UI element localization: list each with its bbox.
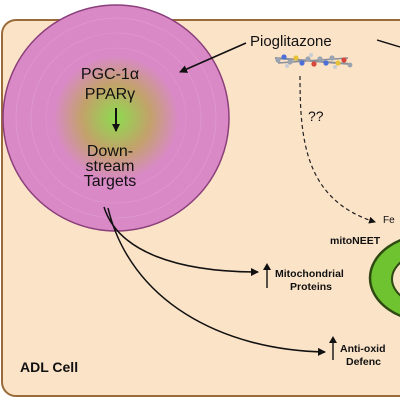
- pioglitazone-to-nucleus-arrow: [179, 42, 247, 73]
- nucleus-to-mito-proteins-arrow: [103, 206, 259, 276]
- mitochondrion: [368, 238, 400, 318]
- fe-label: Fe: [383, 215, 395, 226]
- unknown-dashed-pathway: [299, 75, 376, 224]
- nucleus-label-ppar: PPARγ: [85, 86, 135, 103]
- pioglitazone-label: Pioglitazone: [250, 33, 332, 50]
- pioglitazone-right-line: [376, 39, 400, 48]
- mito-proteins-label-line2: Proteins: [290, 281, 332, 293]
- up-arrow-mito-proteins-icon: [263, 263, 271, 288]
- unknown-pathway-label: ??: [308, 108, 324, 124]
- nucleus-label-pgc1a: PGC-1α: [81, 66, 139, 83]
- antioxidant-label-line2: Defenc: [346, 356, 381, 368]
- up-arrow-antioxidant-icon: [329, 336, 337, 360]
- nucleus-to-antioxidant-arrow: [107, 207, 326, 356]
- mitoneet-label: mitoNEET: [330, 235, 381, 247]
- nucleus-label-targets: Targets: [84, 173, 136, 190]
- mito-proteins-label-line1: Mitochondrial: [275, 268, 344, 280]
- nucleus-label-down: Down-: [87, 143, 133, 160]
- nucleus-label-stream: stream: [86, 158, 135, 175]
- pioglitazone-molecule-icon: [274, 53, 353, 69]
- cell-label: ADL Cell: [20, 359, 78, 375]
- antioxidant-label-line1: Anti-oxid: [340, 343, 386, 355]
